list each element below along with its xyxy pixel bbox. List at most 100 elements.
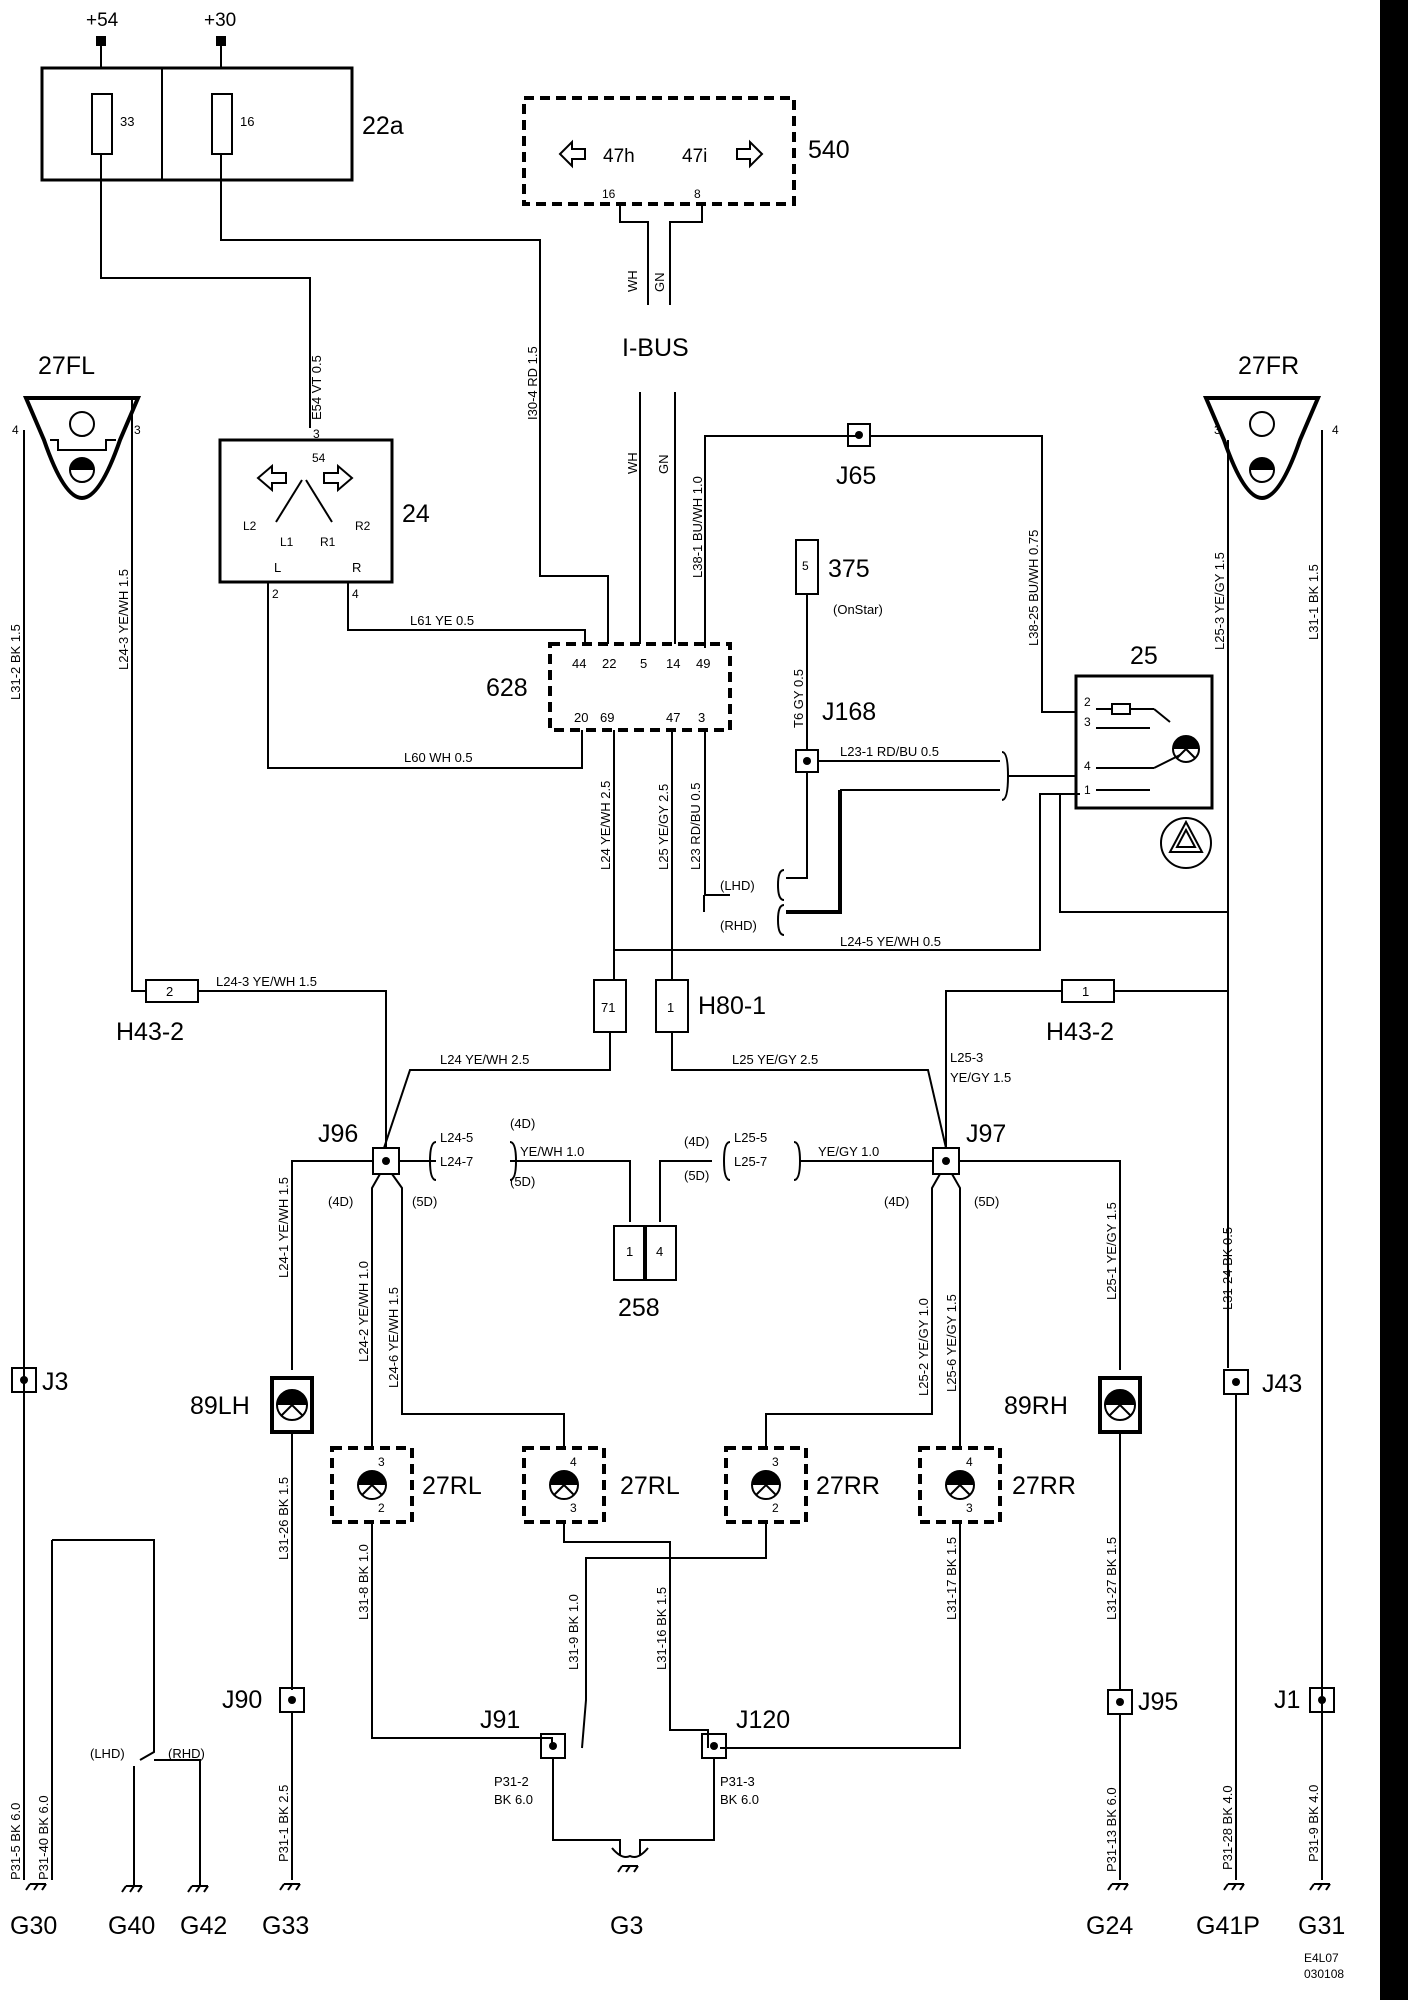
relay-arrow-left-icon: [256, 463, 287, 493]
wire-p31-5: P31-5 BK 6.0: [8, 1803, 23, 1880]
sw-pin-1: 1: [1084, 783, 1091, 797]
module-540-id: 540: [808, 136, 850, 164]
pin-8: 8: [694, 187, 701, 201]
lamp-27rr-a: 3 2 27RR: [724, 1446, 880, 1524]
ecu-pin-20: 20: [574, 710, 588, 725]
fuse-box-22a: 33 16 22a: [40, 66, 404, 182]
arrow-right-icon: [736, 139, 764, 169]
splice-j95: J95: [1107, 1688, 1178, 1716]
relay-id: 24: [402, 500, 430, 528]
relay-54: 54: [312, 451, 326, 465]
wire-l24-h: L24 YE/WH 2.5: [440, 1052, 529, 1067]
wire-l25-7: L25-7: [734, 1154, 767, 1169]
supply-terminals: +54 +30: [86, 10, 236, 70]
lamp-27rr-b: 4 3 27RR: [918, 1446, 1076, 1524]
drawing-code-1: E4L07: [1304, 1951, 1339, 1965]
wire-wh: WH: [625, 452, 640, 474]
wire-l25-2: L25-2 YE/GY 1.0: [916, 1298, 931, 1396]
c258-pin-1: 1: [626, 1244, 633, 1259]
wire-p31-3a: P31-3: [720, 1774, 755, 1789]
d5-d: (5D): [974, 1194, 999, 1209]
j1-label: J1: [1274, 1686, 1300, 1714]
ground-g40: G40: [108, 1912, 155, 1940]
scan-edge: [1380, 0, 1408, 2000]
ground-g42: G42: [180, 1912, 227, 1940]
d5-a: (5D): [510, 1174, 535, 1189]
wire-l31-8: L31-8 BK 1.0: [356, 1544, 371, 1620]
flasher-relay-24: 3 54 L2 L1 R1 R2 L R 24 2 4: [218, 427, 430, 601]
sw-pin-2: 2: [1084, 695, 1091, 709]
wire-l25-3a: L25-3: [950, 1050, 983, 1065]
wire-p31-2a: P31-2: [494, 1774, 529, 1789]
rr1-pin-top: 3: [772, 1455, 779, 1469]
wire-l38-1: L38-1 BU/WH 1.0: [690, 476, 705, 578]
lamp-89rh: 89RH: [1004, 1376, 1142, 1434]
wire-e54: E54 VT 0.5: [309, 355, 324, 420]
relay-pin-2: 2: [272, 587, 279, 601]
onstar-pin: 5: [802, 559, 809, 573]
h43l-pin: 2: [166, 984, 173, 999]
ecu-628: 44 22 5 14 49 20 69 47 3 628: [486, 642, 732, 732]
ground-g30: G30: [10, 1912, 57, 1940]
d4-d: (4D): [884, 1194, 909, 1209]
relay-r2: R2: [355, 519, 371, 533]
fl-pin-4: 4: [12, 423, 19, 437]
rr2-pin-top: 4: [966, 1455, 973, 1469]
supply-54-label: +54: [86, 10, 119, 31]
rr1-pin-bot: 2: [772, 1501, 779, 1515]
lhd-label: (LHD): [720, 878, 755, 893]
relay-pin-4: 4: [352, 587, 359, 601]
fuse-box-id: 22a: [362, 112, 404, 140]
ecu-pin-47: 47: [666, 710, 680, 725]
wire-l25-5: L25-5: [734, 1130, 767, 1145]
lamp-89rh-label: 89RH: [1004, 1392, 1068, 1420]
wire-l31-1: L31-1 BK 1.5: [1306, 564, 1321, 640]
fr-pin-4: 4: [1332, 423, 1339, 437]
relay-l: L: [274, 560, 281, 575]
h43l-label: H43-2: [116, 1018, 184, 1046]
wire-l31-16: L31-16 BK 1.5: [654, 1587, 669, 1670]
wire-l61: L61 YE 0.5: [410, 613, 474, 628]
d4-c: (4D): [328, 1194, 353, 1209]
wire-l24-7: L24-7: [440, 1154, 473, 1169]
supply-30-label: +30: [204, 10, 236, 31]
wire-p31-28: P31-28 BK 4.0: [1220, 1785, 1235, 1870]
wire-yegy-10: YE/GY 1.0: [818, 1144, 879, 1159]
wire-l31-24: L31-24 BK 0.5: [1220, 1227, 1235, 1310]
ground-symbols: [25, 1865, 1331, 1893]
ecu-id: 628: [486, 674, 528, 702]
g-lhd: (LHD): [90, 1746, 125, 1761]
connector-h80-1: 71 1 H80-1: [593, 979, 766, 1033]
wire-l60: L60 WH 0.5: [404, 750, 473, 765]
relay-l1: L1: [280, 535, 294, 549]
wire-l24-3-h: L24-3 YE/WH 1.5: [216, 974, 317, 989]
wire-l31-9: L31-9 BK 1.0: [566, 1594, 581, 1670]
wire-t6: T6 GY 0.5: [791, 669, 806, 728]
wire-l23: L23 RD/BU 0.5: [688, 783, 703, 870]
wire-l25-3b: YE/GY 1.5: [950, 1070, 1011, 1085]
wire-l25-1: L25-1 YE/GY 1.5: [1104, 1202, 1119, 1300]
ground-g3: G3: [610, 1912, 643, 1940]
rl1-pin-bot: 2: [378, 1501, 385, 1515]
hazard-switch-25: 25 2 3 4 1: [1074, 642, 1214, 869]
fl-pin-3: 3: [134, 423, 141, 437]
relay-arrow-right-icon: [323, 463, 354, 493]
pin-16: 16: [602, 187, 616, 201]
wire-gn: GN: [656, 455, 671, 475]
ecu-pin-69: 69: [600, 710, 614, 725]
wire-l24-5: L24-5 YE/WH 0.5: [840, 934, 941, 949]
lamp-27rr-b-label: 27RR: [1012, 1472, 1076, 1500]
h43r-pin: 1: [1082, 984, 1089, 999]
j65-label: J65: [836, 462, 876, 490]
lamp-27rr-a-label: 27RR: [816, 1472, 880, 1500]
wire-l31-2: L31-2 BK 1.5: [8, 624, 23, 700]
j90-label: J90: [222, 1686, 262, 1714]
splice-j90: J90: [222, 1686, 305, 1714]
module-540: 47h 47i 16 8 540: [522, 96, 850, 206]
module-540-right-label: 47i: [682, 146, 707, 167]
onstar-id: 375: [828, 555, 870, 583]
wire-yewh-10: YE/WH 1.0: [520, 1144, 584, 1159]
ibus-label: I-BUS: [622, 334, 689, 362]
j43-label: J43: [1262, 1370, 1302, 1398]
